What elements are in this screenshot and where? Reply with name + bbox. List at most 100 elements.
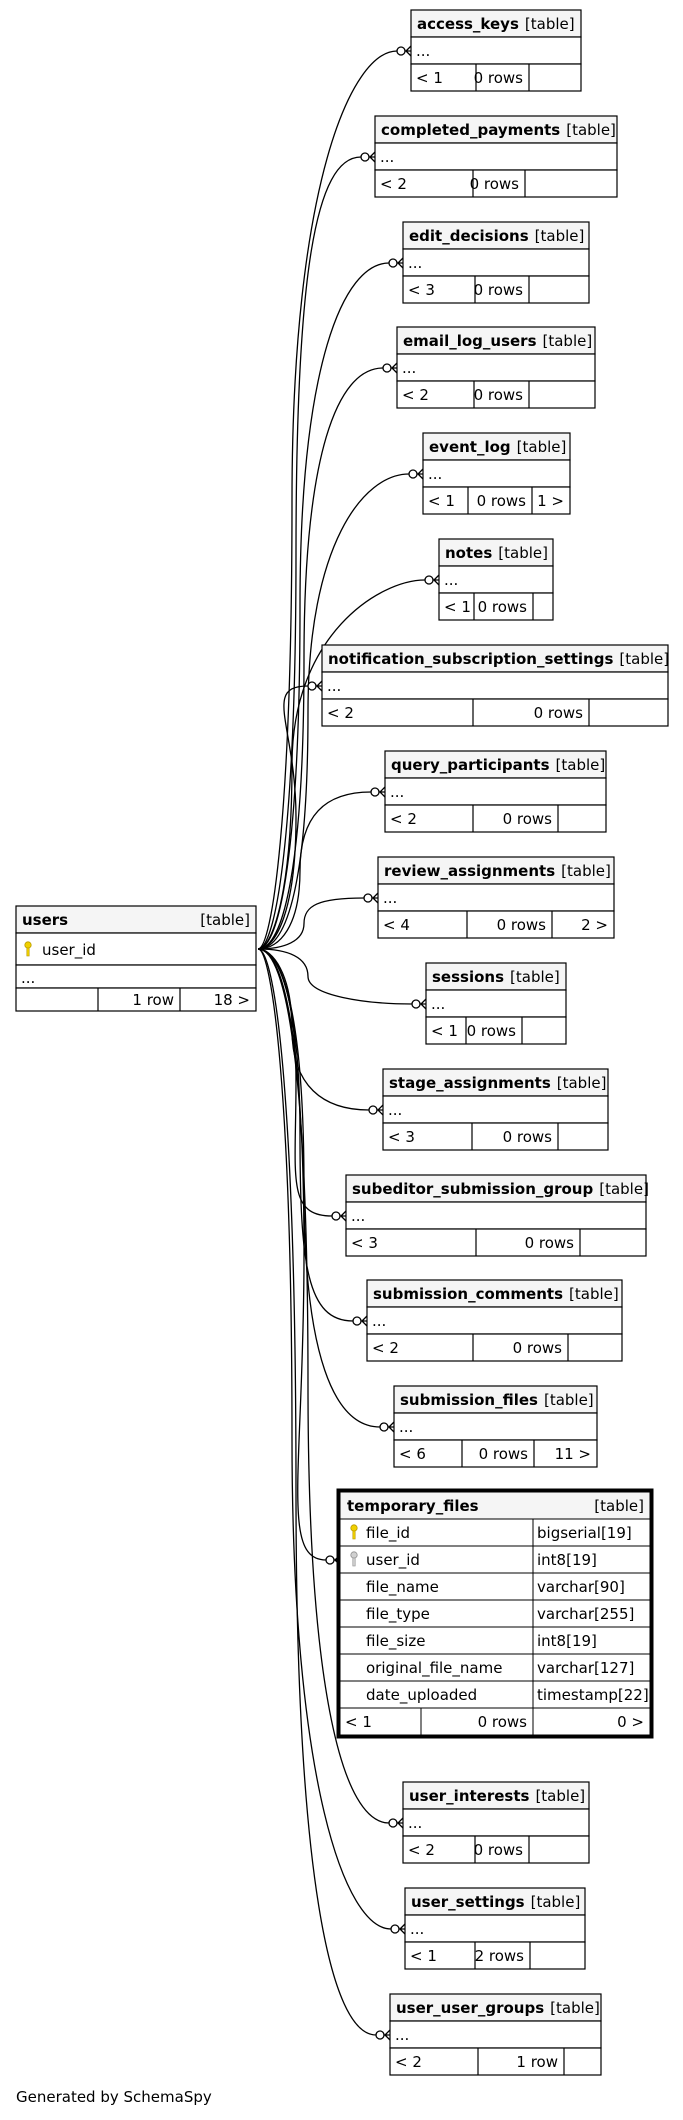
columns-row: [425, 989, 567, 1018]
crowfoot-marker: [405, 45, 412, 57]
parent-count: < 1: [428, 492, 455, 510]
columns-row: [410, 36, 582, 65]
crowfoot-marker: [379, 786, 386, 798]
column-name: date_uploaded: [366, 1686, 477, 1705]
table-header: [438, 538, 554, 567]
table-header: [384, 750, 607, 779]
footer-row: [15, 987, 257, 1012]
parent-count: < 3: [351, 1234, 378, 1252]
table-header: [15, 905, 257, 934]
row-count: 2 rows: [475, 1947, 525, 1965]
column-type: bigserial[19]: [537, 1524, 632, 1542]
table-kind: [table]: [619, 650, 669, 668]
columns-ellipsis: ...: [383, 889, 397, 907]
row-count: 0 rows: [479, 1445, 529, 1463]
table-name: notes: [445, 544, 492, 562]
crowfoot-marker: [377, 1104, 384, 1116]
optional-marker: [388, 258, 398, 268]
footer-row: [382, 1122, 609, 1151]
columns-ellipsis: ...: [351, 1207, 365, 1225]
footer-row: [402, 275, 590, 304]
footer-row: [404, 1941, 586, 1970]
parent-count: < 2: [402, 386, 429, 404]
column-type: varchar[90]: [537, 1578, 625, 1596]
crowfoot-marker: [417, 468, 424, 480]
table-kind: [table]: [550, 1999, 600, 2017]
table-name: email_log_users: [403, 332, 537, 350]
columns-row: [393, 1412, 598, 1441]
parent-count: < 2: [395, 2053, 422, 2071]
table-kind: [table]: [525, 15, 575, 33]
row-count: 0 rows: [513, 1339, 563, 1357]
table-kind: [table]: [569, 1285, 619, 1303]
columns-ellipsis: ...: [399, 1418, 413, 1436]
columns-row: [422, 459, 571, 488]
columns-ellipsis: ...: [372, 1312, 386, 1330]
columns-row: [402, 248, 590, 277]
optional-marker: [390, 1924, 400, 1934]
optional-marker: [307, 681, 317, 691]
columns-row: [377, 883, 615, 912]
footer-row: [366, 1333, 623, 1362]
table-header: [389, 1993, 602, 2022]
column-name-cell: [339, 1545, 534, 1574]
column-name-cell: [339, 1599, 534, 1628]
columns-ellipsis: ...: [390, 783, 404, 801]
columns-row: [366, 1306, 623, 1335]
crowfoot-marker: [369, 151, 376, 163]
column-type: int8[19]: [537, 1551, 597, 1569]
relationship-line: [257, 948, 333, 1217]
table-kind: [table]: [510, 968, 560, 986]
table-kind: [table]: [498, 544, 548, 562]
table-name: completed_payments: [381, 121, 560, 139]
table-notification-subscription-settings: notification_subscription_settings[table…: [321, 644, 669, 727]
parent-count: < 1: [444, 598, 471, 616]
table-header: [345, 1174, 647, 1203]
table-name: temporary_files: [347, 1497, 479, 1515]
row-count: 0 rows: [478, 598, 528, 616]
column-name: file_name: [366, 1578, 439, 1597]
row-count: 0 rows: [534, 704, 584, 722]
footer-row: [374, 169, 618, 198]
footer-row: [321, 698, 669, 727]
table-kind: [table]: [556, 756, 606, 774]
optional-marker: [379, 1422, 389, 1432]
relationship-line: [257, 791, 372, 950]
table-kind: [table]: [535, 227, 585, 245]
parent-count: < 1: [345, 1713, 372, 1731]
columns-ellipsis: ...: [408, 254, 422, 272]
row-count: 0 rows: [497, 916, 547, 934]
parent-count: < 1: [431, 1022, 458, 1040]
focus-outline: [336, 1488, 654, 1739]
crowfoot-marker: [316, 680, 323, 692]
parent-count: < 2: [372, 1339, 399, 1357]
columns-ellipsis: ...: [431, 995, 445, 1013]
column-name: user_id: [366, 1551, 420, 1570]
footer-row: [384, 804, 607, 833]
table-name: access_keys: [417, 15, 519, 33]
table-header: [396, 326, 596, 355]
crowfoot-marker: [340, 1210, 347, 1222]
columns-row: [345, 1201, 647, 1230]
table-name: users: [22, 911, 68, 929]
columns-ellipsis: ...: [428, 465, 442, 483]
table-kind: [table]: [531, 1893, 581, 1911]
table-name: submission_comments: [373, 1285, 563, 1303]
table-name: query_participants: [391, 756, 550, 774]
relationship-line: [257, 685, 309, 950]
table-kind: [table]: [535, 1787, 585, 1805]
table-kind: [table]: [543, 332, 593, 350]
parent-count: < 4: [383, 916, 410, 934]
column-name: file_type: [366, 1605, 430, 1624]
row-count: 0 rows: [470, 175, 520, 193]
footer-row: [389, 2047, 602, 2076]
row-count: 1 row: [516, 2053, 558, 2071]
columns-row: [382, 1095, 609, 1124]
